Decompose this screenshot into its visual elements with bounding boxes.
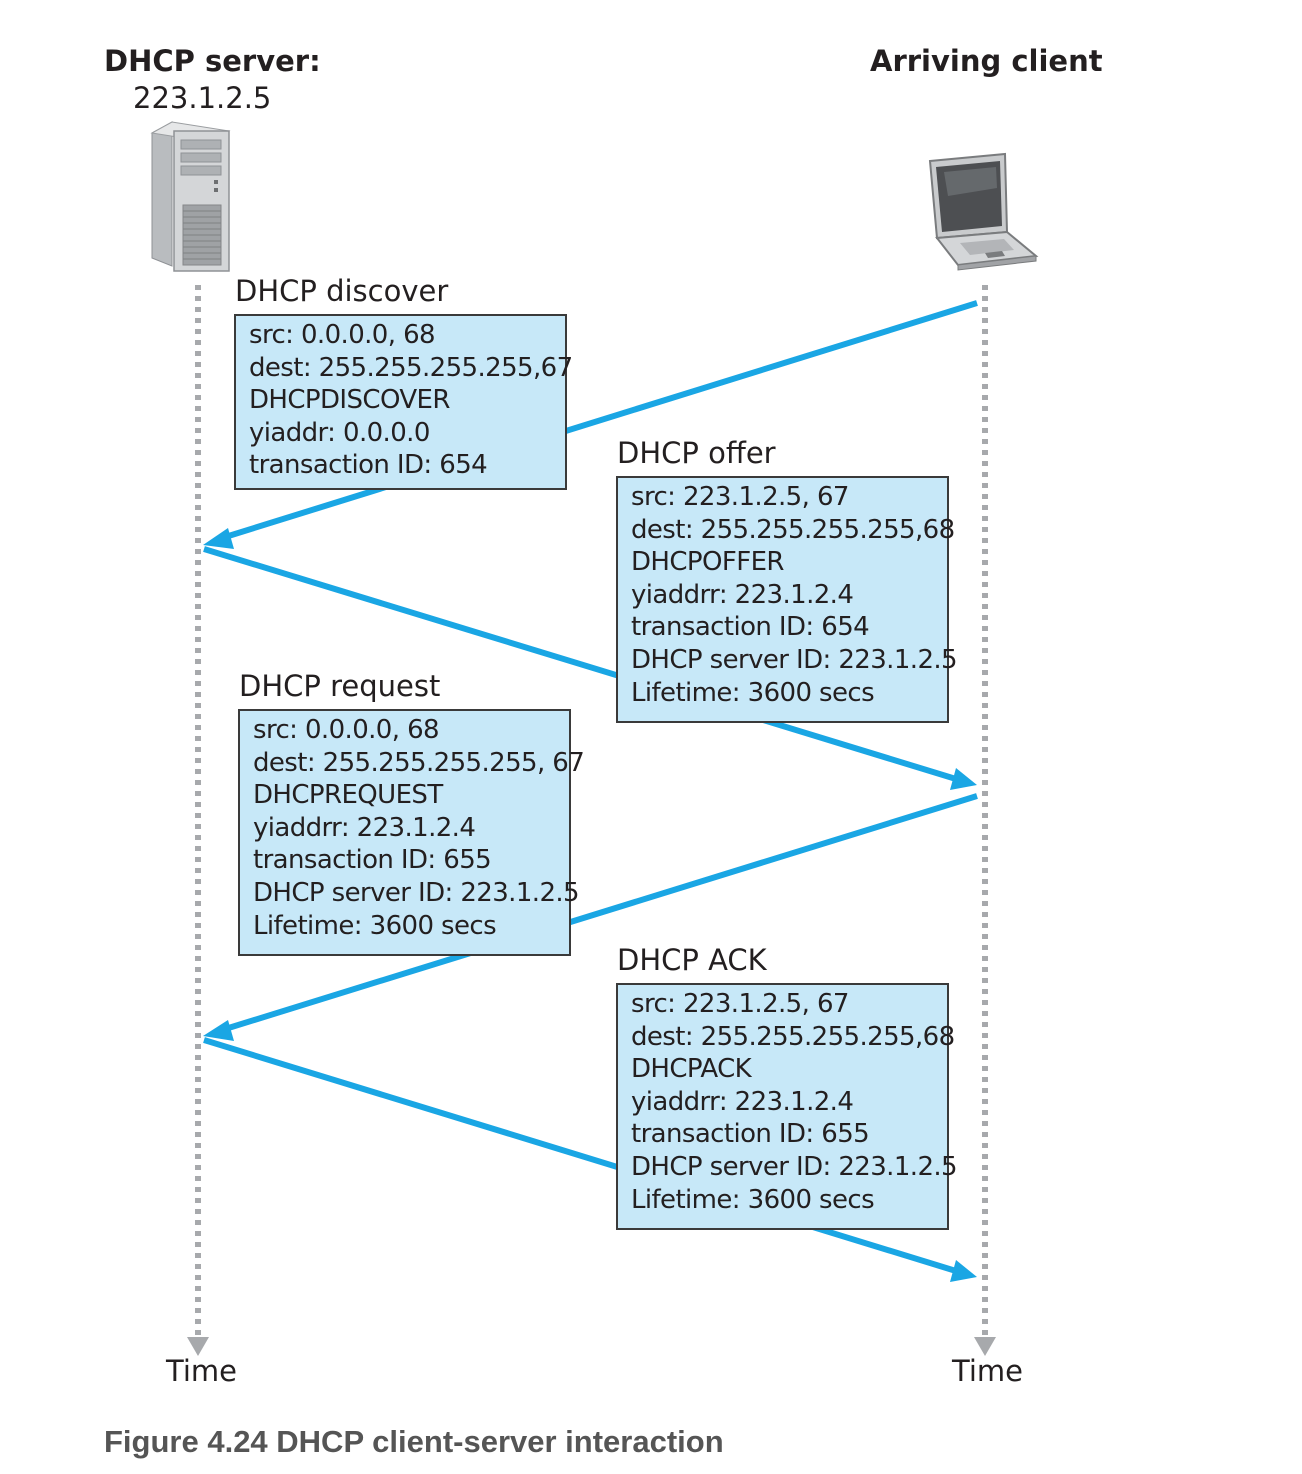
offer-arrowhead [950, 768, 977, 790]
request-arrowhead [203, 1020, 234, 1041]
ack-line: Lifetime: 3600 secs [631, 1184, 875, 1215]
request-line: DHCPREQUEST [253, 780, 443, 811]
server-time-label: Time [166, 1354, 237, 1388]
offer-title: DHCP offer [617, 436, 776, 470]
ack-message-box: src: 223.1.2.5, 67 dest: 255.255.255.255… [616, 983, 958, 1230]
request-line: Lifetime: 3600 secs [253, 910, 497, 941]
ack-arrowhead [950, 1260, 977, 1282]
client-time-label: Time [952, 1354, 1023, 1388]
discover-line: yiaddr: 0.0.0.0 [249, 417, 430, 448]
request-line: transaction ID: 655 [253, 845, 492, 876]
discover-arrow [221, 300, 978, 541]
offer-line: DHCP server ID: 223.1.2.5 [631, 644, 958, 675]
ack-line: transaction ID: 655 [631, 1119, 870, 1150]
server-address: 223.1.2.5 [133, 81, 272, 115]
ack-line: src: 223.1.2.5, 67 [631, 989, 849, 1019]
offer-message-box: src: 223.1.2.5, 67 dest: 255.255.255.255… [616, 476, 958, 723]
discover-message-box: src: 0.0.0.0, 68 dest: 255.255.255.255,6… [234, 314, 573, 490]
discover-title: DHCP discover [235, 274, 449, 308]
server-title: DHCP server: [104, 44, 321, 78]
ack-title: DHCP ACK [617, 943, 767, 977]
request-line: yiaddrr: 223.1.2.4 [253, 812, 476, 843]
request-line: DHCP server ID: 223.1.2.5 [253, 877, 580, 908]
server-timeline-arrowhead [187, 1337, 209, 1356]
offer-line: dest: 255.255.255.255,68 [631, 514, 955, 545]
ack-line: yiaddrr: 223.1.2.4 [631, 1086, 854, 1117]
ack-arrow [203, 1037, 957, 1274]
request-arrow [221, 793, 978, 1033]
discover-line: transaction ID: 654 [249, 450, 488, 481]
request-message-box: src: 0.0.0.0, 68 dest: 255.255.255.255, … [238, 709, 585, 956]
offer-line: transaction ID: 654 [631, 612, 870, 643]
offer-arrow [203, 546, 957, 782]
server-tower-icon [150, 121, 231, 272]
offer-line: DHCPOFFER [631, 547, 784, 578]
ack-line: dest: 255.255.255.255,68 [631, 1021, 955, 1052]
request-title: DHCP request [239, 669, 441, 703]
request-line: dest: 255.255.255.255, 67 [253, 747, 585, 778]
client-timeline-arrowhead [974, 1337, 996, 1356]
offer-line: Lifetime: 3600 secs [631, 677, 875, 708]
figure-caption: Figure 4.24 DHCP client-server interacti… [104, 1424, 724, 1459]
offer-line: src: 223.1.2.5, 67 [631, 482, 849, 512]
request-line: src: 0.0.0.0, 68 [253, 715, 440, 745]
discover-line: DHCPDISCOVER [249, 385, 450, 416]
ack-line: DHCPACK [631, 1054, 752, 1085]
client-title: Arriving client [870, 44, 1103, 78]
ack-line: DHCP server ID: 223.1.2.5 [631, 1151, 958, 1182]
discover-line: dest: 255.255.255.255,67 [249, 352, 573, 383]
discover-arrowhead [203, 528, 234, 549]
discover-line: src: 0.0.0.0, 68 [249, 320, 436, 350]
offer-line: yiaddrr: 223.1.2.4 [631, 579, 854, 610]
laptop-icon [928, 152, 1039, 271]
